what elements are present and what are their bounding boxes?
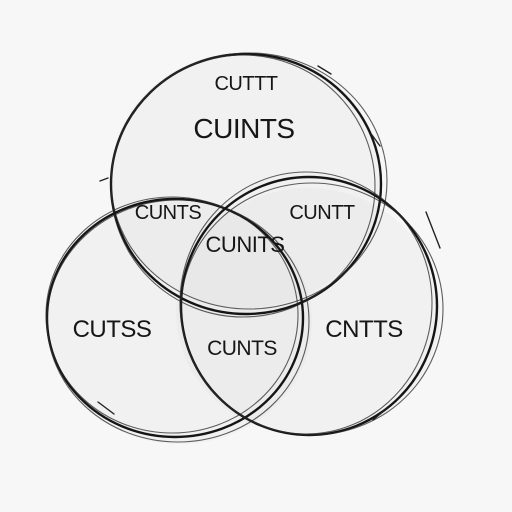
sketch-mark	[317, 65, 332, 75]
top-header-label: CUTTT	[214, 73, 277, 95]
top-circle	[109, 52, 388, 318]
sketch-mark	[372, 408, 387, 421]
left-circle-shading	[48, 200, 312, 444]
top-right-overlap-label: CUNTT	[289, 202, 355, 224]
top-left-overlap-label: CUNTS	[135, 202, 202, 224]
bottom-overlap-label: CUNTS	[207, 337, 277, 360]
sketch-mark	[97, 401, 115, 415]
top-circle-shading	[110, 52, 382, 308]
right-circle-shading	[176, 188, 440, 436]
sketch-mark	[99, 177, 109, 182]
sketch-mark	[425, 211, 441, 249]
right-circle	[179, 171, 444, 437]
right-only-label: CNTTS	[325, 316, 403, 343]
top-only-label: CUINTS	[193, 113, 294, 144]
left-only-label: CUTSS	[73, 316, 152, 343]
sketch-mark	[371, 134, 381, 147]
center-overlap-label: CUNITS	[206, 232, 285, 257]
left-circle	[45, 196, 310, 443]
